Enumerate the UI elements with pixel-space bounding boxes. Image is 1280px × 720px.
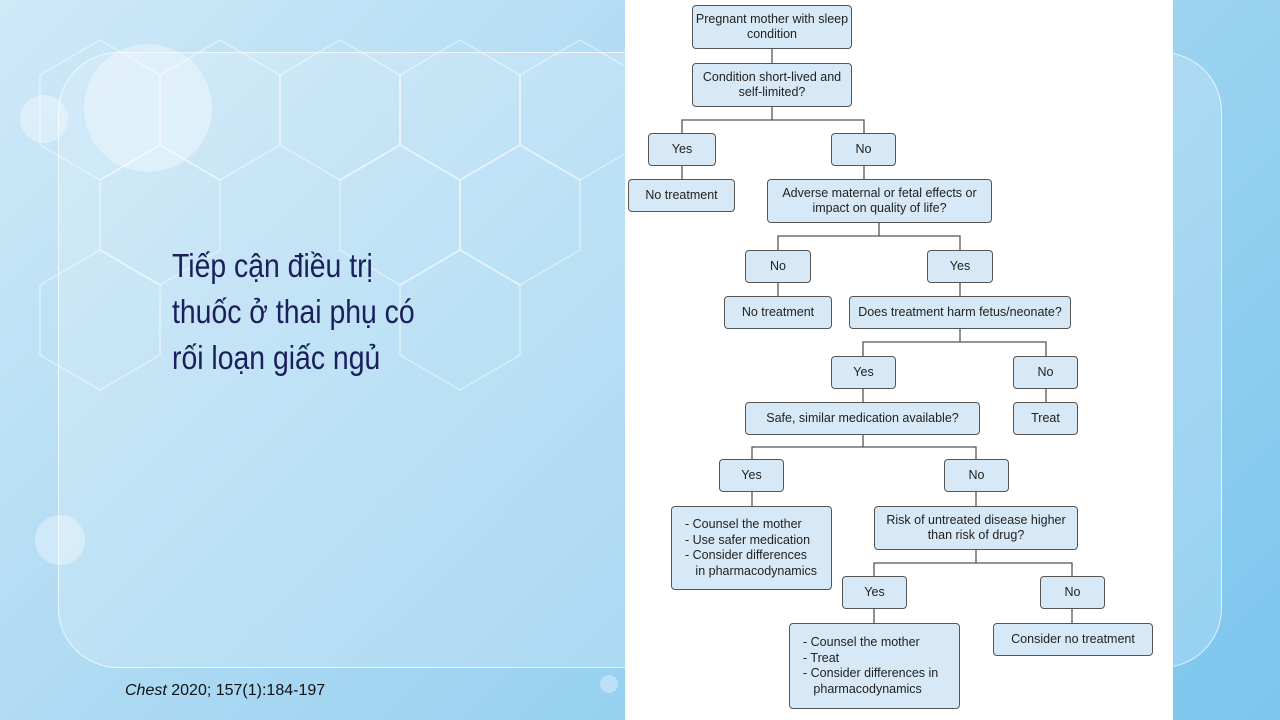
title-line: thuốc ở thai phụ có [172, 293, 415, 330]
title-line: rối loạn giấc ngủ [172, 339, 381, 376]
citation-details: 2020; 157(1):184-197 [166, 682, 326, 699]
decision-adverse-effects: Adverse maternal or fetal effects or imp… [767, 179, 992, 223]
decorative-bubble [600, 675, 618, 693]
result-no-treatment: No treatment [724, 296, 832, 329]
decorative-bubble [35, 515, 85, 565]
q3-yes: Yes [831, 356, 896, 389]
q3-no: No [1013, 356, 1078, 389]
start-node: Pregnant mother with sleep condition [692, 5, 852, 49]
q2-yes: Yes [927, 250, 993, 283]
q4-yes: Yes [719, 459, 784, 492]
result-treat: Treat [1013, 402, 1078, 435]
q4-no: No [944, 459, 1009, 492]
q5-no: No [1040, 576, 1105, 609]
decision-short-lived: Condition short-lived and self-limited? [692, 63, 852, 107]
slide-title: Tiếp cận điều trị thuốc ở thai phụ có rố… [172, 243, 456, 381]
decorative-bubble [20, 95, 68, 143]
decision-risk-comparison: Risk of untreated disease higher than ri… [874, 506, 1078, 550]
hexagon-pattern [39, 39, 625, 391]
q2-no: No [745, 250, 811, 283]
result-consider-no-treatment: Consider no treatment [993, 623, 1153, 656]
q5-yes: Yes [842, 576, 907, 609]
citation: Chest 2020; 157(1):184-197 [125, 682, 325, 700]
flowchart-panel: Pregnant mother with sleep condition Con… [625, 0, 1173, 720]
title-line: Tiếp cận điều trị [172, 247, 373, 284]
flowchart-connectors [681, 48, 1073, 623]
decorative-bubble [84, 44, 212, 172]
result-no-treatment: No treatment [628, 179, 735, 212]
citation-journal: Chest [125, 682, 167, 699]
decision-harm-fetus: Does treatment harm fetus/neonate? [849, 296, 1071, 329]
q1-yes: Yes [648, 133, 716, 166]
result-safer-medication: - Counsel the mother - Use safer medicat… [671, 506, 832, 590]
result-treat-counsel: - Counsel the mother - Treat - Consider … [789, 623, 960, 709]
q1-no: No [831, 133, 896, 166]
decision-safe-medication: Safe, similar medication available? [745, 402, 980, 435]
